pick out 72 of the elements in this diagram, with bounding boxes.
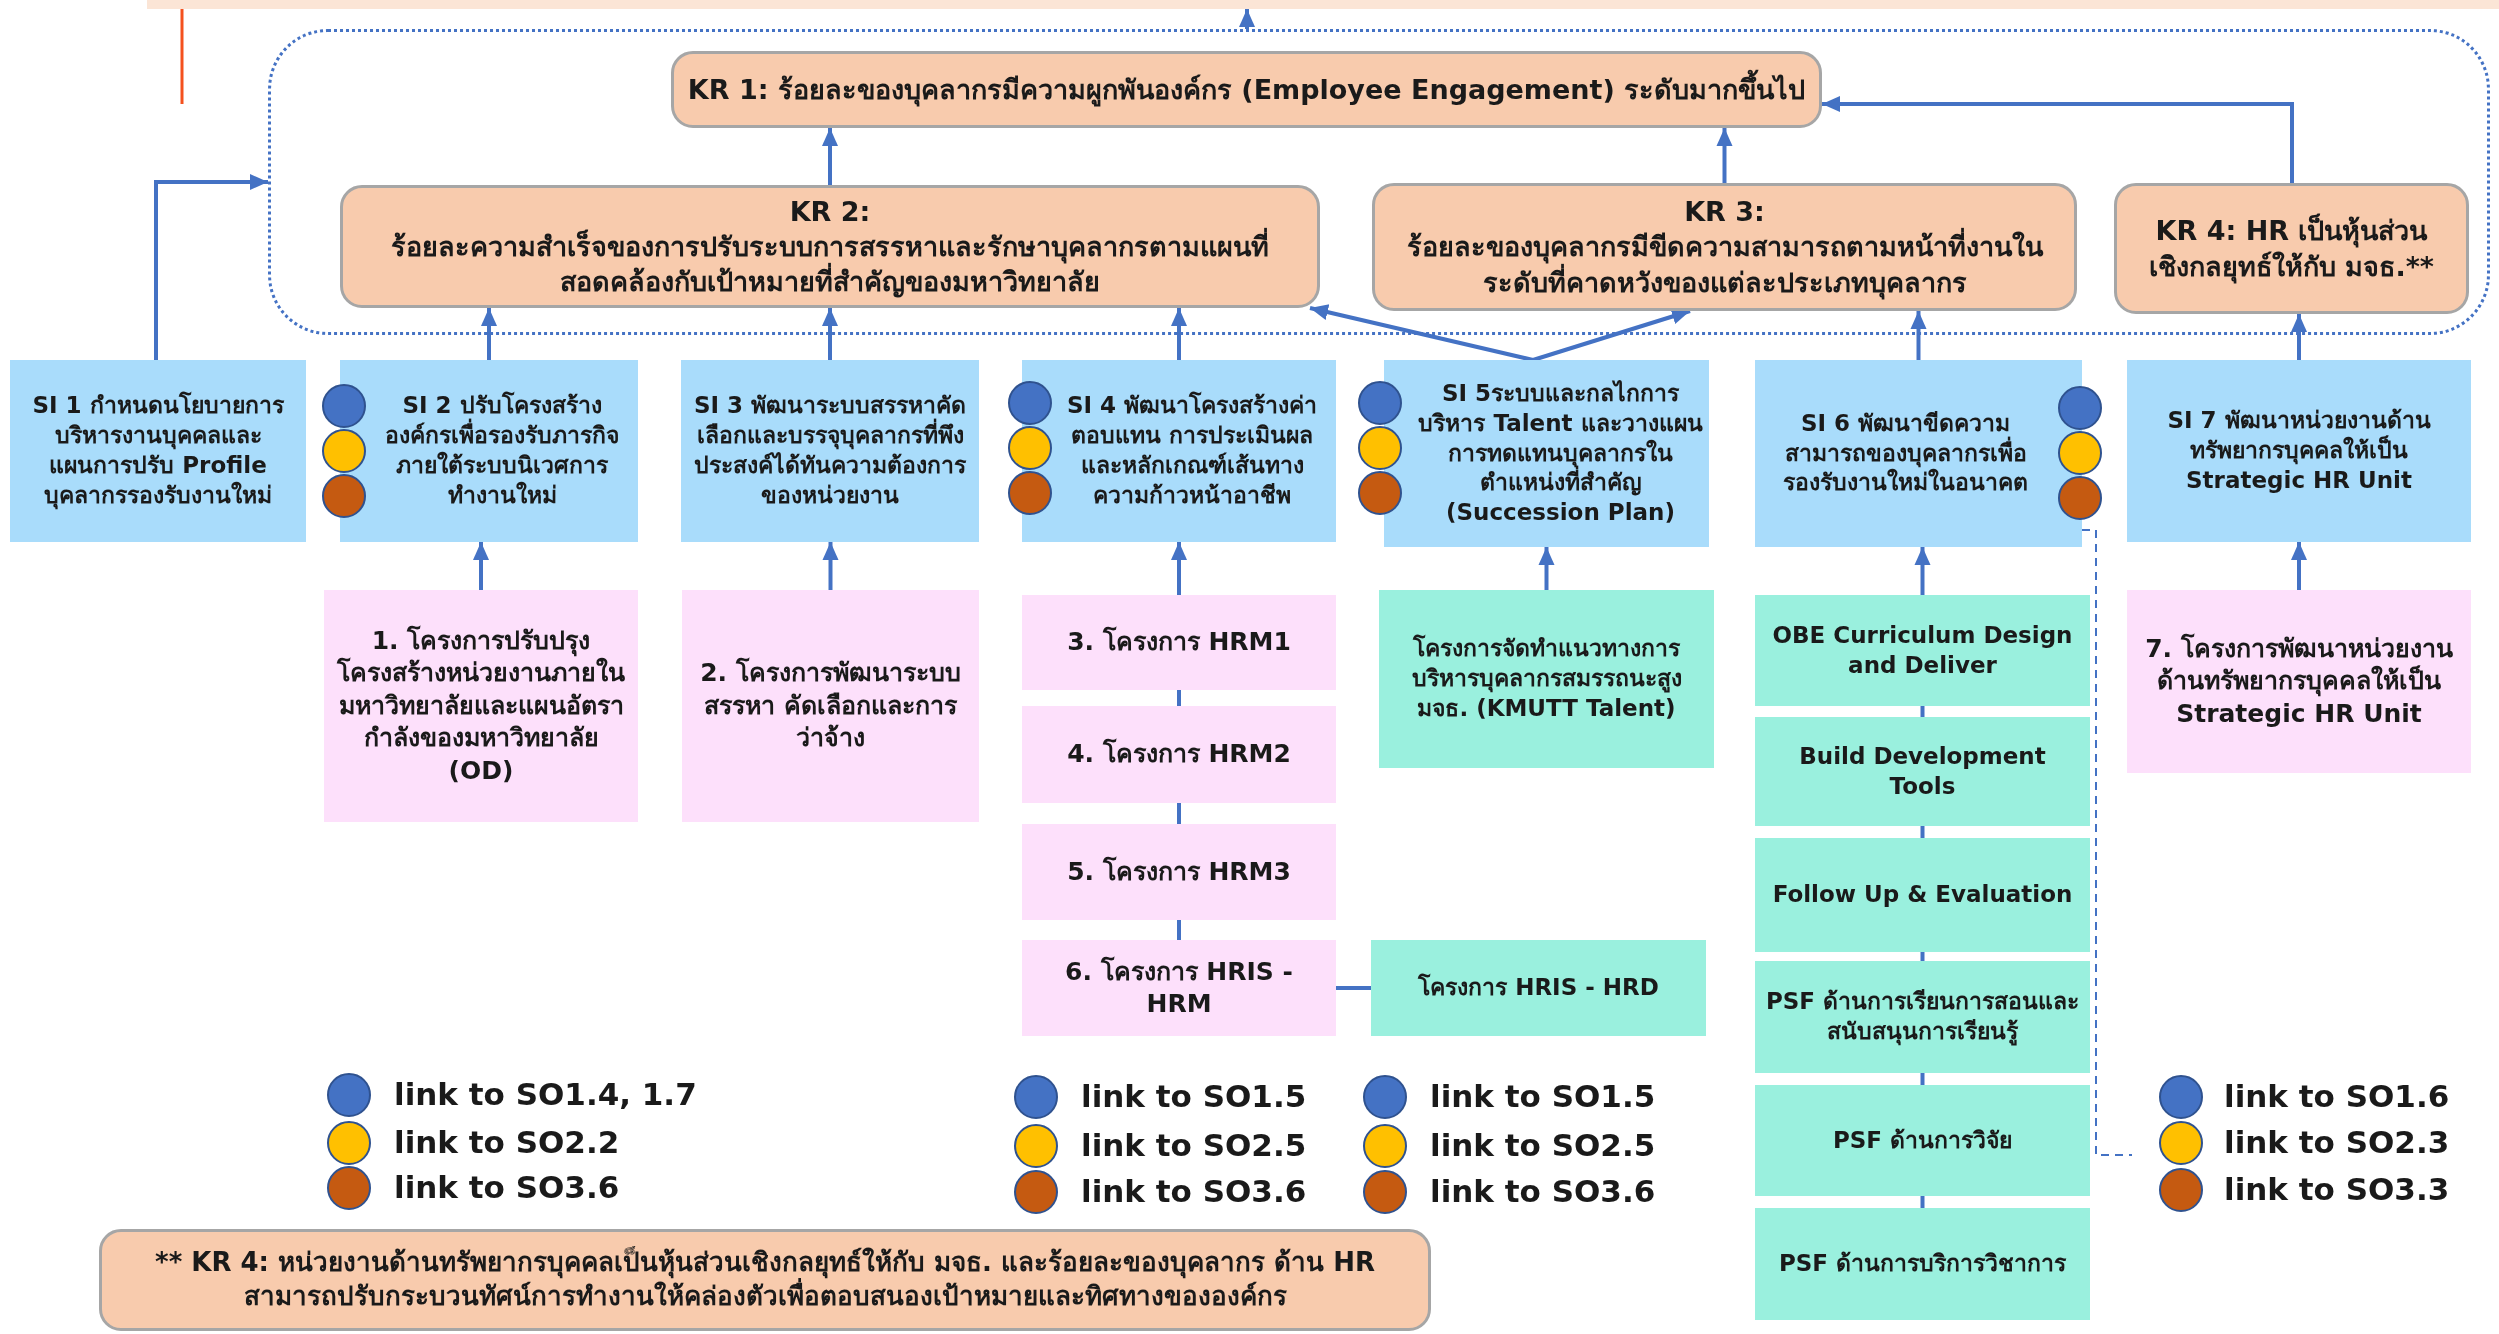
connector-line [1177,803,1181,824]
activity-box: OBE Curriculum Design and Deliver [1755,595,2090,706]
activity-box: Follow Up & Evaluation [1755,838,2090,952]
connector-line [1920,1073,1925,1085]
project-box: 1. โครงการปรับปรุงโครงสร้างหน่วยงานภายในมหาวิทยาลัยและแผนอัตรากำลังของมหาวิทยาลัย (OD) [324,590,638,822]
project-box: 7. โครงการพัฒนาหน่วยงานด้านทรัพยากรบุคคลให้เป็น Strategic HR Unit [2127,590,2471,773]
note-box: ** KR 4: หน่วยงานด้านทรัพยากรบุคคลเป็นหุ้นส่วนเชิงกลยุทธ์ให้กับ มจธ. และร้อยละของบุคลากร ด้าน HR สามารถปรับกระบวนทัศน์การทำงานให้คล่องตัวเพื่อตอบสนองเป้าหมายและทิศทางขององค์กร [99,1229,1431,1331]
legend-label: link to SO3.3 [2224,1174,2450,1205]
arrow [1309,304,1534,362]
initiative-box: SI 3 พัฒนาระบบสรรหาคัดเลือกและบรรจุบุคลากรที่พึงประสงค์ได้ทันความต้องการของหน่วยงาน [681,360,979,542]
arrow [1171,542,1187,595]
project-box: 6. โครงการ HRIS - HRM [1022,940,1336,1036]
heading-text: KR 3: [1684,195,1765,228]
legend-label: link to SO2.3 [2224,1127,2450,1158]
initiative-box: SI 1 กำหนดนโยบายการบริหารงานบุคคลและแผนการปรับ Profile บุคลากรรองรับงานใหม่ [10,360,306,542]
connector-line [1920,826,1925,838]
arrow [1914,547,1931,595]
activity-box: PSF ด้านการบริการวิชาการ [1755,1208,2090,1320]
connector-line [1336,986,1371,990]
body-text: ร้อยละของบุคลากรมีขีดความสามารถตามหน้าที่งานในระดับที่คาดหวังของแต่ละประเภทบุคลากร [1385,229,2064,300]
connector-line [2081,529,2133,1156]
arrow [822,128,838,185]
top-band [147,0,2499,9]
activity-box: Build Development Tools [1755,717,2090,826]
legend-label: link to SO3.6 [1081,1176,1307,1207]
activity-box: PSF ด้านการเรียนการสอนและสนับสนุนการเรียนรู้ [1755,961,2090,1073]
arrow [1171,308,1187,360]
connector-line [1177,690,1181,706]
arrow [822,542,839,590]
legend-label: link to SO2.5 [1081,1130,1307,1161]
legend-label: link to SO2.5 [1430,1130,1656,1161]
arrow [2291,314,2307,360]
arrow [1716,128,1733,183]
legend-label: link to SO1.5 [1081,1081,1307,1112]
legend-label: link to SO1.4, 1.7 [394,1079,697,1110]
arrow [822,308,838,360]
activity-box: โครงการ HRIS - HRD [1371,940,1706,1036]
result-box [1372,183,2077,311]
initiative-box: SI 7 พัฒนาหน่วยงานด้านทรัพยากรบุคคลให้เป็น Strategic HR Unit [2127,360,2471,542]
legend-label: link to SO1.5 [1430,1081,1656,1112]
project-box: 5. โครงการ HRM3 [1022,824,1336,920]
connector-line [1920,952,1925,961]
arrow [1910,311,1927,360]
dotted-frame [268,29,2490,335]
connector-line [1920,706,1925,717]
legend-label: link to SO2.2 [394,1127,620,1158]
legend-label: link to SO3.6 [1430,1176,1656,1207]
arrow [1538,547,1555,590]
initiative-box: SI 4 พัฒนาโครงสร้างค่าตอบแทน การประเมินผลและหลักเกณฑ์เส้นทางความก้าวหน้าอาชีพ [1022,360,1336,542]
arrow [1239,9,1255,29]
heading-text: KR 2: [789,194,871,228]
legend-label: link to SO3.6 [394,1172,620,1203]
initiative-box: SI 2 ปรับโครงสร้างองค์กรเพื่อรองรับภารกิจภายใต้ระบบนิเวศการทำงานใหม่ [340,360,638,542]
project-box: 2. โครงการพัฒนาระบบสรรหา คัดเลือกและการว่าจ้าง [682,590,979,822]
project-box: 3. โครงการ HRM1 [1022,595,1336,690]
result-box: KR 4: HR เป็นหุ้นส่วนเชิงกลยุทธ์ให้กับ มจธ.** [2114,183,2469,314]
arrow [2291,542,2307,590]
initiative-box: SI 5ระบบและกลไกการบริหาร Talent และวางแผนการทดแทนบุคลากรในตำแหน่งที่สำคัญ (Succession Plan) [1384,360,1709,547]
legend-label: link to SO1.6 [2224,1081,2450,1112]
arrow [473,542,489,590]
connector-line [1920,1196,1925,1208]
connector-line [1177,920,1181,940]
activity-box: PSF ด้านการวิจัย [1755,1085,2090,1196]
arrow [1822,96,2294,183]
initiative-box: SI 6 พัฒนาขีดความสามารถของบุคลากรเพื่อรองรับงานใหม่ในอนาคต [1755,360,2082,547]
arrow [154,174,268,360]
result-box [340,185,1320,308]
result-box: KR 1: ร้อยละของบุคลากรมีความผูกพันองค์กร (Employee Engagement) ระดับมากขึ้นไป [671,51,1822,128]
activity-box: โครงการจัดทำแนวทางการบริหารบุคลากรสมรรถนะสูง มจธ. (KMUTT Talent) [1379,590,1714,768]
project-box: 4. โครงการ HRM2 [1022,706,1336,803]
arrow [481,308,497,360]
body-text: ร้อยละความสำเร็จของการปรับระบบการสรรหาและรักษาบุคลากรตามแผนที่สอดคล้องกับเป้าหมายที่สำคัญของมหาวิทยาลัย [390,228,1270,300]
